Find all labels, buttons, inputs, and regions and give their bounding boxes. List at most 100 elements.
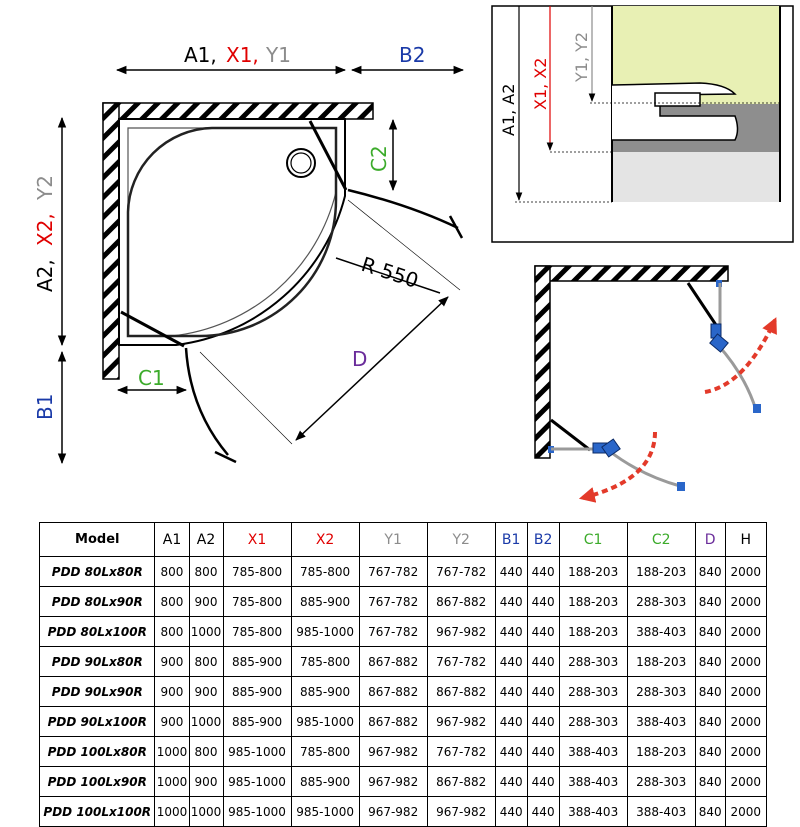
section-detail: A1, A2 X1, X2 Y1, Y2 <box>491 5 794 243</box>
value-cell: 440 <box>526 766 560 797</box>
value-cell: 967-982 <box>358 736 428 767</box>
value-cell: 885-900 <box>290 766 360 797</box>
value-cell: 800 <box>188 556 224 587</box>
label-x1-x2: X1, X2 <box>531 58 550 110</box>
label-y2: Y2 <box>33 175 57 201</box>
value-cell: 840 <box>694 646 726 677</box>
column-header-a1: A1 <box>154 522 190 557</box>
value-cell: 440 <box>494 676 528 707</box>
value-cell: 388-403 <box>626 706 696 737</box>
value-cell: 800 <box>154 556 190 587</box>
value-cell: 2000 <box>724 796 768 827</box>
value-cell: 188-203 <box>558 556 628 587</box>
model-cell: PDD 90Lx100R <box>38 706 156 737</box>
label-y1-y2: Y1, Y2 <box>572 32 591 83</box>
model-cell: PDD 100Lx80R <box>38 736 156 767</box>
value-cell: 900 <box>154 646 190 677</box>
value-cell: 900 <box>154 676 190 707</box>
value-cell: 2000 <box>724 616 768 647</box>
value-cell: 840 <box>694 766 726 797</box>
value-cell: 188-203 <box>626 556 696 587</box>
door-opening-detail <box>534 265 777 503</box>
value-cell: 840 <box>694 616 726 647</box>
column-header-model: Model <box>38 522 156 557</box>
value-cell: 188-203 <box>558 586 628 617</box>
column-header-y1: Y1 <box>358 522 428 557</box>
value-cell: 800 <box>188 646 224 677</box>
value-cell: 440 <box>526 706 560 737</box>
column-header-x2: X2 <box>290 522 360 557</box>
hinge-icon <box>601 438 621 458</box>
shower-tray-inner <box>127 127 337 337</box>
value-cell: 2000 <box>724 556 768 587</box>
door-left-open <box>184 347 229 456</box>
value-cell: 785-800 <box>290 556 360 587</box>
value-cell: 885-900 <box>222 676 292 707</box>
value-cell: 2000 <box>724 646 768 677</box>
value-cell: 440 <box>526 796 560 827</box>
value-cell: 1000 <box>188 616 224 647</box>
value-cell: 1000 <box>154 736 190 767</box>
value-cell: 785-800 <box>222 616 292 647</box>
model-cell: PDD 80Lx100R <box>38 616 156 647</box>
value-cell: 967-982 <box>426 796 496 827</box>
label-radius: R 550 <box>358 252 421 293</box>
value-cell: 840 <box>694 586 726 617</box>
value-cell: 867-882 <box>426 766 496 797</box>
label-a1-a2: A1, A2 <box>499 84 518 136</box>
value-cell: 867-882 <box>358 676 428 707</box>
value-cell: 288-303 <box>626 586 696 617</box>
value-cell: 900 <box>154 706 190 737</box>
value-cell: 2000 <box>724 736 768 767</box>
value-cell: 885-900 <box>222 706 292 737</box>
value-cell: 1000 <box>154 766 190 797</box>
column-header-c1: C1 <box>558 522 628 557</box>
shower-tray-outline <box>118 118 346 346</box>
value-cell: 767-782 <box>358 586 428 617</box>
value-cell: 800 <box>154 616 190 647</box>
swing-arrow-left <box>578 431 657 503</box>
value-cell: 785-800 <box>290 646 360 677</box>
value-cell: 785-800 <box>222 556 292 587</box>
value-cell: 188-203 <box>558 616 628 647</box>
label-d: D <box>352 347 367 371</box>
value-cell: 2000 <box>724 676 768 707</box>
label-c2: C2 <box>367 145 391 172</box>
value-cell: 288-303 <box>626 766 696 797</box>
value-cell: 867-882 <box>426 586 496 617</box>
fixed-panel-left <box>120 310 185 348</box>
value-cell: 767-782 <box>426 736 496 767</box>
value-cell: 767-782 <box>426 646 496 677</box>
model-cell: PDD 100Lx90R <box>38 766 156 797</box>
door-right-open <box>347 188 459 230</box>
value-cell: 840 <box>694 736 726 767</box>
model-cell: PDD 80Lx80R <box>38 556 156 587</box>
value-cell: 440 <box>526 556 560 587</box>
swing-arrow-right <box>704 317 777 394</box>
hinge-icon <box>709 333 729 353</box>
value-cell: 885-900 <box>290 586 360 617</box>
value-cell: 840 <box>694 676 726 707</box>
door-left-swing <box>607 448 681 488</box>
value-cell: 785-800 <box>290 736 360 767</box>
label-c1: C1 <box>138 366 165 390</box>
value-cell: 440 <box>526 586 560 617</box>
column-header-b1: B1 <box>494 522 528 557</box>
value-cell: 440 <box>494 616 528 647</box>
value-cell: 800 <box>154 586 190 617</box>
value-cell: 440 <box>526 676 560 707</box>
value-cell: 967-982 <box>358 766 428 797</box>
value-cell: 885-900 <box>290 676 360 707</box>
detail-wall-top <box>534 265 729 282</box>
value-cell: 288-303 <box>558 676 628 707</box>
value-cell: 388-403 <box>558 766 628 797</box>
value-cell: 767-782 <box>358 616 428 647</box>
